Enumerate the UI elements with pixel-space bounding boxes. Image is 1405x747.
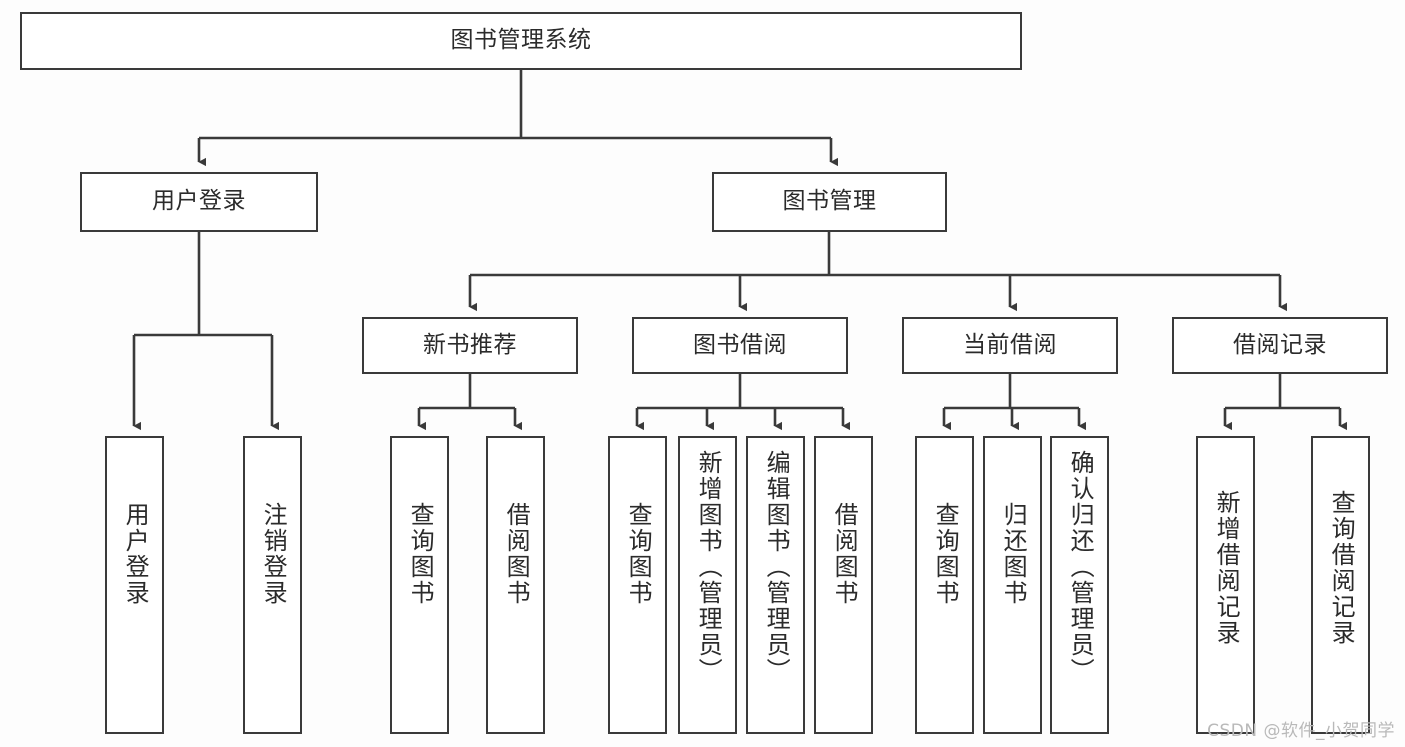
node-user-login[interactable]: 用户登录: [80, 172, 318, 232]
node-user-login-label: 用户登录: [152, 188, 246, 215]
node-leaf-return-book-label: 归还图书: [999, 502, 1028, 606]
node-leaf-query-book-1-label: 查询图书: [406, 502, 435, 606]
node-root-system[interactable]: 图书管理系统: [20, 12, 1022, 70]
node-leaf-user-login-label: 用户登录: [121, 502, 150, 606]
node-book-manage-label: 图书管理: [782, 188, 877, 215]
node-leaf-confirm-return-admin-label: 确认归还（管理员）: [1066, 450, 1095, 684]
node-leaf-query-borrow-record-label: 查询借阅记录: [1327, 490, 1356, 646]
node-leaf-edit-book-admin-label: 编辑图书（管理员）: [762, 450, 791, 684]
node-leaf-add-borrow-record[interactable]: 新增借阅记录: [1196, 436, 1255, 734]
node-current-borrow-label: 当前借阅: [963, 331, 1057, 358]
node-leaf-borrow-book-2[interactable]: 借阅图书: [814, 436, 873, 734]
node-leaf-borrow-book-1-label: 借阅图书: [502, 502, 531, 606]
node-book-borrow-label: 图书借阅: [693, 331, 787, 358]
node-leaf-borrow-book-1[interactable]: 借阅图书: [486, 436, 545, 734]
node-leaf-query-borrow-record[interactable]: 查询借阅记录: [1311, 436, 1370, 734]
node-leaf-query-book-2-label: 查询图书: [624, 502, 653, 606]
node-root-label: 图书管理系统: [450, 27, 592, 54]
node-leaf-edit-book-admin[interactable]: 编辑图书（管理员）: [746, 436, 805, 734]
node-leaf-add-borrow-record-label: 新增借阅记录: [1212, 490, 1241, 646]
node-leaf-add-book-admin-label: 新增图书（管理员）: [694, 450, 723, 684]
node-new-book-recommend-label: 新书推荐: [423, 331, 517, 358]
node-current-borrow[interactable]: 当前借阅: [902, 317, 1118, 374]
node-leaf-query-book-2[interactable]: 查询图书: [608, 436, 667, 734]
node-borrow-record[interactable]: 借阅记录: [1172, 317, 1388, 374]
node-leaf-user-login[interactable]: 用户登录: [105, 436, 164, 734]
node-book-borrow[interactable]: 图书借阅: [632, 317, 848, 374]
node-book-manage[interactable]: 图书管理: [712, 172, 947, 232]
node-leaf-add-book-admin[interactable]: 新增图书（管理员）: [678, 436, 737, 734]
node-leaf-query-book-3-label: 查询图书: [931, 502, 960, 606]
node-leaf-borrow-book-2-label: 借阅图书: [830, 502, 859, 606]
node-leaf-confirm-return-admin[interactable]: 确认归还（管理员）: [1050, 436, 1109, 734]
node-new-book-recommend[interactable]: 新书推荐: [362, 317, 578, 374]
node-leaf-logout-login-label: 注销登录: [259, 502, 288, 606]
node-leaf-query-book-3[interactable]: 查询图书: [915, 436, 974, 734]
node-leaf-query-book-1[interactable]: 查询图书: [390, 436, 449, 734]
node-leaf-return-book[interactable]: 归还图书: [983, 436, 1042, 734]
csdn-watermark: CSDN @软件_小贺同学: [1207, 721, 1395, 741]
node-borrow-record-label: 借阅记录: [1233, 331, 1327, 358]
node-leaf-logout-login[interactable]: 注销登录: [243, 436, 302, 734]
